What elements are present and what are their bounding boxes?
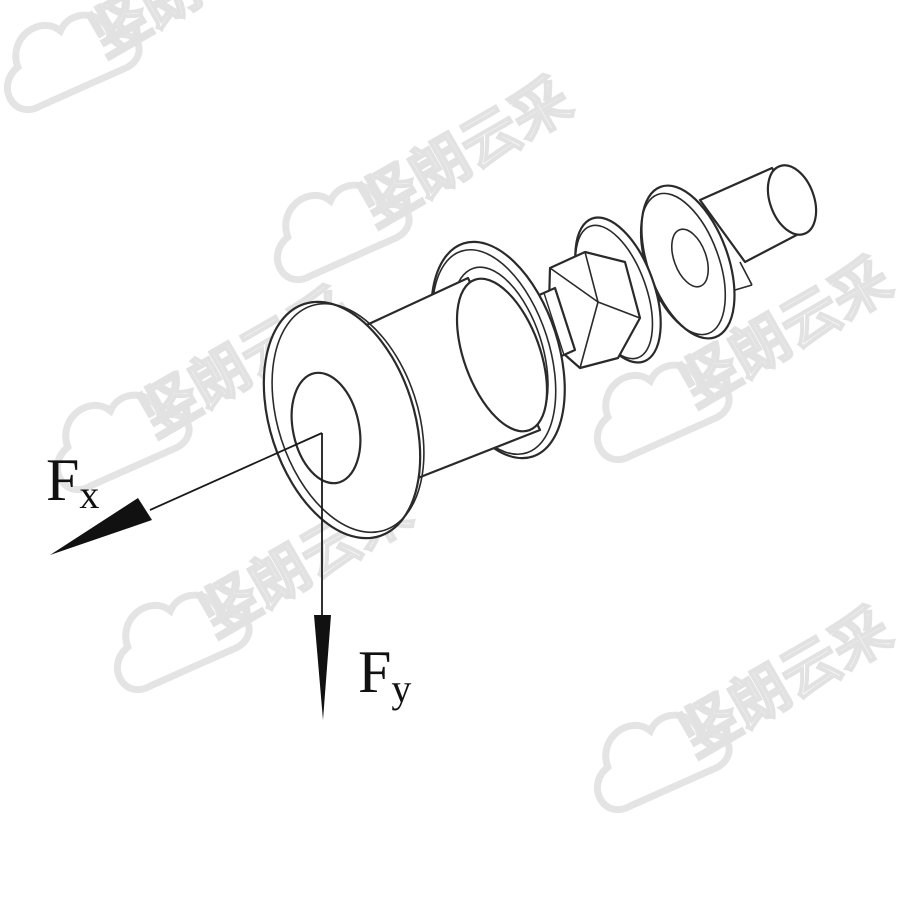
fx-symbol: F [46,447,79,513]
watermark-stamp-1: 竖朗云采 [274,63,584,284]
shank-end-cylinder [698,164,818,291]
fx-arrowhead [50,498,152,555]
fy-symbol: F [358,639,391,705]
watermark-text: 竖朗云采 [78,0,313,69]
watermark-text: 竖朗云采 [348,65,583,240]
fx-arrow-line [149,432,323,511]
force-fy: Fy [314,433,411,720]
fy-arrowhead [314,615,331,720]
fx-label: Fx [46,447,99,517]
fy-subscript: y [391,666,411,711]
watermark-stamp-6: 竖朗云采 [4,0,314,114]
watermark-stamp-5: 竖朗云采 [594,593,900,814]
front-flange [262,300,425,540]
watermark-text: 竖朗云采 [668,595,900,770]
fy-label: Fy [358,639,411,711]
bolt-assembly [262,164,818,540]
fx-subscript: x [79,472,99,517]
force-fx: Fx [46,432,323,555]
